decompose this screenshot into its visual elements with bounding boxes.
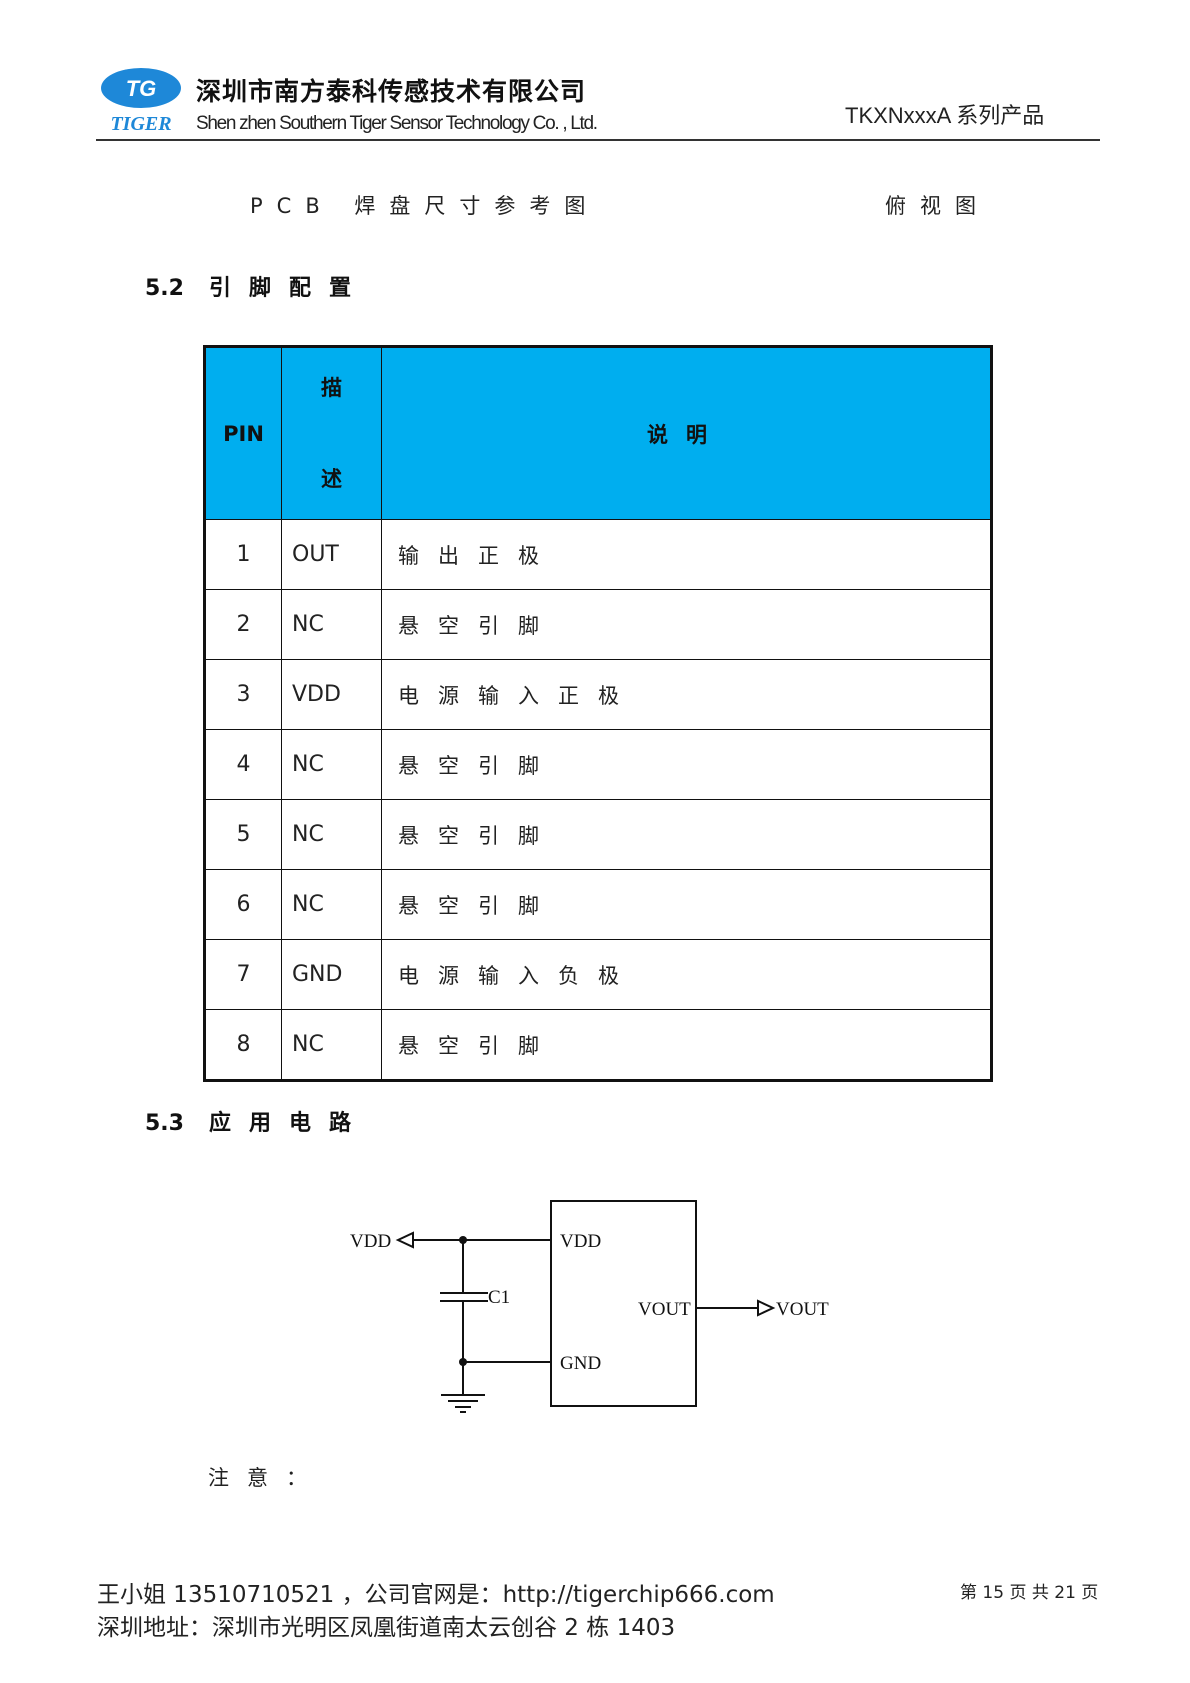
section-heading-5-2: 5.2 引脚配置: [145, 270, 369, 302]
pin-number-cell: 4: [204, 729, 282, 800]
product-series: TKXNxxxA 系列产品: [845, 103, 1045, 128]
pin-description-cell: 电源输入正极: [381, 659, 992, 730]
pin-description-cell: 悬空引脚: [381, 1009, 992, 1081]
pin-description-cell: 悬空引脚: [381, 799, 992, 870]
pin-number-cell: 8: [204, 1009, 282, 1081]
pin-name-cell: NC: [281, 799, 382, 870]
header-divider: [96, 139, 1100, 141]
vout-port-arrow-icon: [757, 1299, 776, 1317]
logo-emblem-text: TG: [126, 76, 157, 101]
section-heading-5-3: 5.3 应用电路: [145, 1105, 369, 1137]
pin-number-cell: 3: [204, 659, 282, 730]
pin-name-cell: OUT: [281, 519, 382, 590]
page-indicator: 第 15 页 共 21 页: [960, 1583, 1099, 1603]
pin-name-cell: NC: [281, 869, 382, 940]
pin-number-cell: 6: [204, 869, 282, 940]
pin-name-cell: NC: [281, 1009, 382, 1081]
ground-icon: [441, 1394, 485, 1413]
footer-contact: 王小姐 13510710521 ，公司官网是：http://tigerchip6…: [97, 1582, 775, 1608]
header-pin: PIN: [204, 346, 282, 520]
table-header-row: PIN 描 述 说明: [204, 346, 992, 520]
pin-number-cell: 7: [204, 939, 282, 1010]
logo-brand-text: TIGER: [110, 113, 171, 135]
company-name-en: Shen zhen Southern Tiger Sensor Technolo…: [196, 113, 598, 134]
pin-description-cell: 输出正极: [381, 519, 992, 590]
pin-description-cell: 悬空引脚: [381, 869, 992, 940]
top-view-caption: 俯视图: [885, 194, 990, 218]
pin-number-cell: 1: [204, 519, 282, 590]
chip-body: [550, 1200, 697, 1407]
header-description-top: 描: [321, 375, 342, 400]
pin-description-cell: 悬空引脚: [381, 729, 992, 800]
vdd-input-label: VDD: [350, 1231, 391, 1252]
pin-description-cell: 电源输入负极: [381, 939, 992, 1010]
header-description: 描 述: [281, 346, 382, 520]
section-number: 5.2: [145, 276, 184, 301]
capacitor-label: C1: [488, 1287, 510, 1308]
note-label: 注意：: [208, 1466, 325, 1490]
tiger-logo-icon: TG TIGER: [101, 68, 181, 135]
chip-vdd-label: VDD: [560, 1231, 601, 1252]
chip-gnd-label: GND: [560, 1353, 601, 1374]
footer-address: 深圳地址：深圳市光明区凤凰街道南太云创谷 2 栋 1403: [97, 1615, 676, 1641]
pin-name-cell: NC: [281, 589, 382, 660]
vdd-port-arrow-icon: [395, 1231, 414, 1249]
header-explanation: 说明: [381, 346, 992, 520]
pin-number-cell: 2: [204, 589, 282, 660]
section-title: 应用电路: [209, 1111, 370, 1136]
application-circuit: VDD C1 VDD GND VOUT VOUT: [338, 1190, 858, 1415]
pin-name-cell: NC: [281, 729, 382, 800]
pin-number-cell: 5: [204, 799, 282, 870]
header-description-bottom: 述: [321, 466, 342, 491]
company-logo: TG TIGER: [98, 66, 188, 138]
vout-output-label: VOUT: [776, 1299, 829, 1320]
pcb-pad-caption: PCB 焊盘尺寸参考图: [250, 194, 600, 218]
section-title: 引脚配置: [209, 276, 370, 301]
section-number: 5.3: [145, 1111, 184, 1136]
chip-vout-label: VOUT: [638, 1299, 691, 1320]
pin-name-cell: VDD: [281, 659, 382, 730]
company-name-cn: 深圳市南方泰科传感技术有限公司: [196, 77, 587, 106]
pin-name-cell: GND: [281, 939, 382, 1010]
pin-description-cell: 悬空引脚: [381, 589, 992, 660]
